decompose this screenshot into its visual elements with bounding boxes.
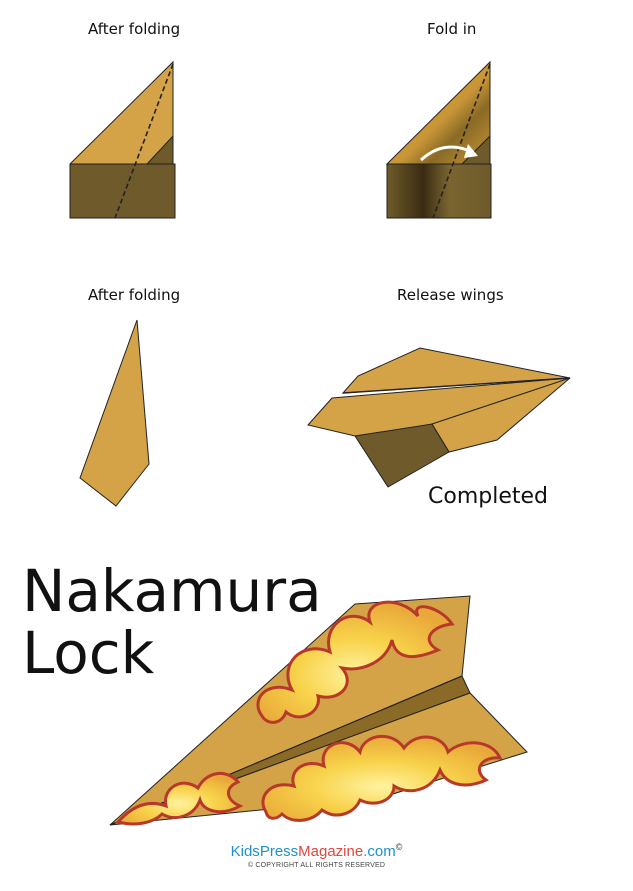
flame-upper-icon (256, 600, 455, 724)
title-line2: Lock (22, 619, 155, 687)
footer: KidsPressMagazine.com© © COPYRIGHT ALL R… (0, 842, 633, 869)
step4-diagram (307, 347, 571, 488)
title-line1: Nakamura (22, 557, 322, 625)
flame-lower-icon (261, 734, 503, 822)
step2-diagram (385, 60, 492, 219)
arrow-head-icon (464, 144, 478, 158)
brand-mark: © (395, 842, 403, 852)
brand-press: Press (259, 843, 299, 860)
step4-caption: Release wings (397, 286, 504, 304)
brand-logo[interactable]: KidsPressMagazine.com© (0, 842, 633, 860)
step3-diagram (79, 319, 150, 507)
brand-com: .com (363, 843, 396, 860)
completed-label: Completed (428, 484, 548, 509)
step2-caption: Fold in (427, 20, 477, 38)
step1-diagram (69, 60, 176, 219)
copyright-notice: © COPYRIGHT ALL RIGHTS RESERVED (247, 862, 386, 869)
step1-caption: After folding (88, 20, 181, 38)
brand-kids: Kids (230, 843, 260, 860)
step3-caption: After folding (88, 286, 181, 304)
flame-nose-icon (115, 772, 244, 826)
page-title: Nakamura Lock (22, 560, 322, 684)
brand-magazine: Magazine (298, 843, 364, 860)
final-plane-illustration (109, 595, 528, 826)
